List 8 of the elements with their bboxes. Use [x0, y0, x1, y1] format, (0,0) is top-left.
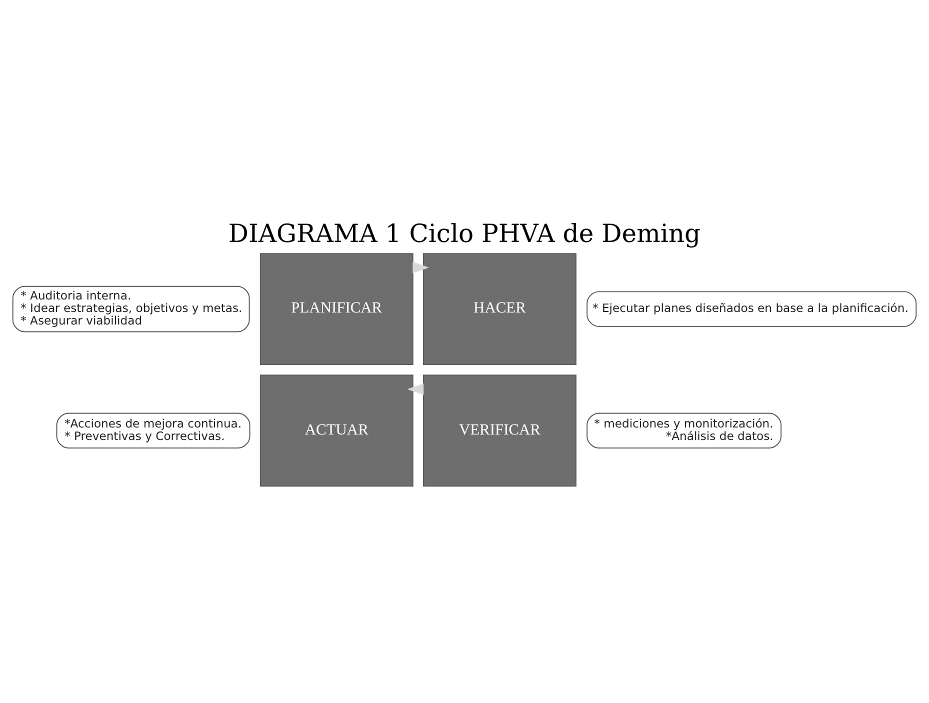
node-box: *Acciones de mejora continua. * Preventivas y Correctivas.: [56, 412, 250, 448]
diagram-title: DIAGRAMA 1 Ciclo PHVA de Deming: [228, 218, 701, 248]
node-box: * Auditoria interna. * Idear estrategias, objetivos y metas. * Asegurar viabilidad: [12, 285, 250, 332]
node-box: * Ejecutar planes diseñados en base a la planificación.: [586, 290, 917, 326]
node-box: HACER: [423, 252, 576, 365]
node-box: VERIFICAR: [423, 374, 576, 486]
node-box: * mediciones y monitorización. *Análisis de datos.: [586, 412, 782, 448]
node-box: ACTUAR: [260, 374, 414, 486]
